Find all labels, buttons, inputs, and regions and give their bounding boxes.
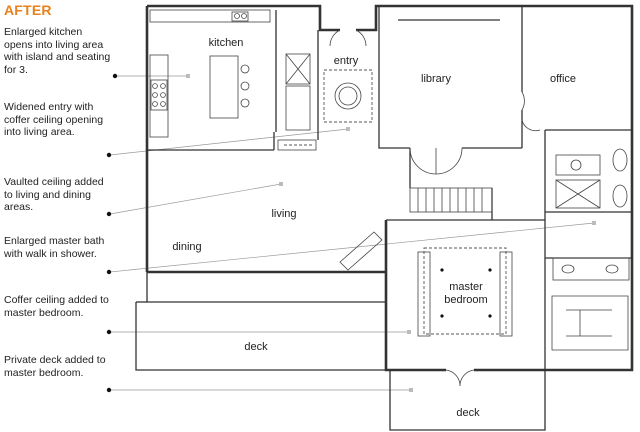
stairs <box>409 187 493 213</box>
note-private-deck: Private deck added to master bedroom. <box>4 354 106 379</box>
room-label-bedroom: bedroom <box>444 294 487 306</box>
leader-dot <box>106 329 112 335</box>
leader-end-markers <box>186 74 596 392</box>
room-label-dining: dining <box>172 241 201 253</box>
room-label-library: library <box>421 73 451 85</box>
room-label-office: office <box>550 73 576 85</box>
room-label-kitchen: kitchen <box>209 37 244 49</box>
master-bedroom <box>417 247 513 387</box>
fireplace <box>339 220 387 271</box>
room-label-deck: deck <box>244 341 268 353</box>
interior-walls <box>147 6 632 370</box>
leader-dot <box>106 211 112 217</box>
library-doors <box>398 19 541 175</box>
leader-vaulted <box>109 183 282 215</box>
note-vaulted-ceiling: Vaulted ceiling added to living and dini… <box>4 176 104 214</box>
leader-lines <box>106 73 595 393</box>
room-label-private-deck: deck <box>456 407 480 419</box>
entry-fixtures <box>323 29 373 123</box>
leader-master-bath <box>109 222 595 273</box>
note-kitchen: Enlarged kitchen opens into living area … <box>4 26 111 76</box>
note-coffer-ceiling: Coffer ceiling added to master bedroom. <box>4 294 109 319</box>
leader-entry <box>109 128 349 156</box>
exterior-walls <box>145 4 634 372</box>
master-bath-fixtures <box>551 148 630 351</box>
leader-dot <box>106 269 112 275</box>
note-master-bath: Enlarged master bath with walk in shower… <box>4 235 105 260</box>
room-label-master: master <box>449 281 483 293</box>
leader-dot <box>106 387 112 393</box>
leader-dot <box>106 152 112 158</box>
note-entry: Widened entry with coffer ceiling openin… <box>4 101 104 139</box>
kitchen-fixtures <box>149 9 317 151</box>
room-label-living: living <box>271 208 296 220</box>
decks <box>135 272 546 431</box>
plan-heading: AFTER <box>4 2 52 18</box>
leader-dot <box>112 73 118 79</box>
room-label-entry: entry <box>334 55 359 67</box>
